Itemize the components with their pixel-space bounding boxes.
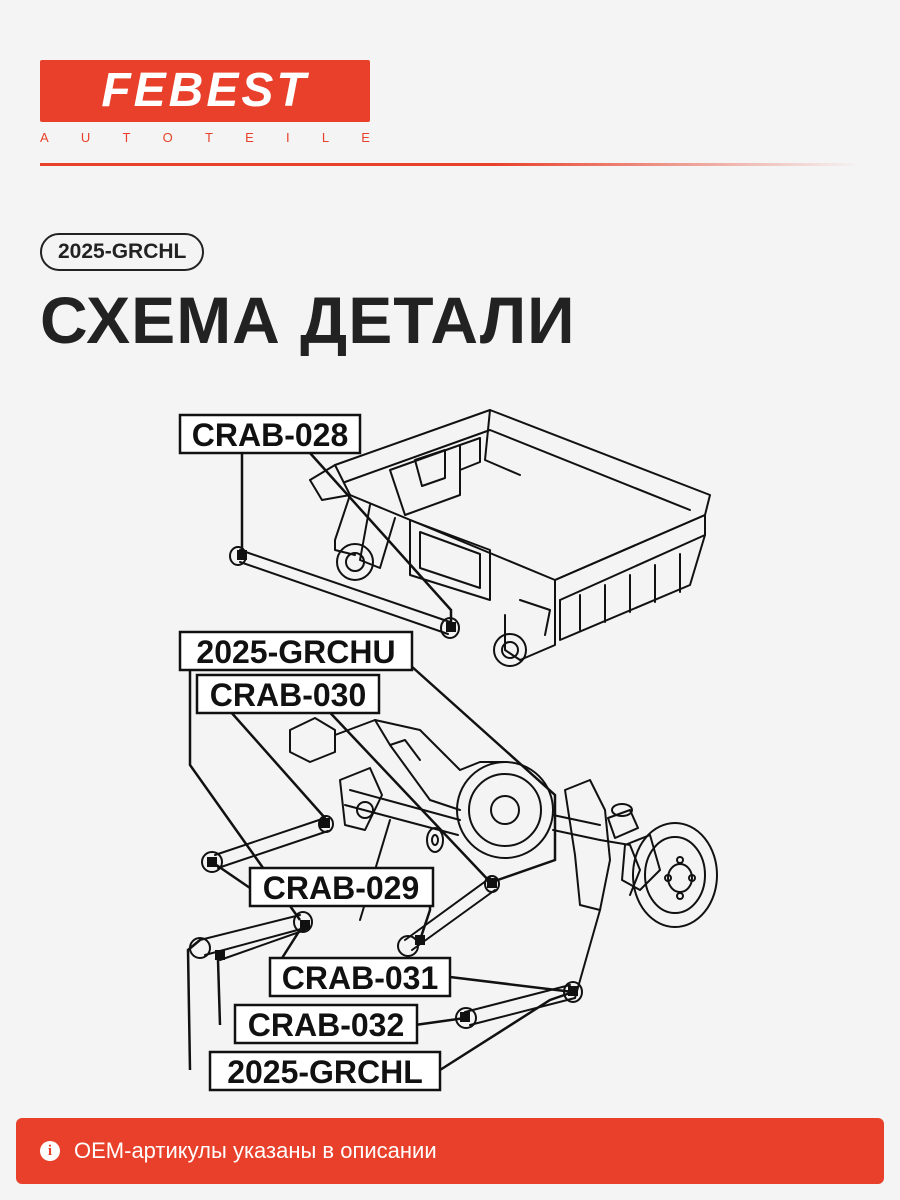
callout-2025-grchl-label: 2025-GRCHL: [227, 1054, 423, 1090]
info-icon: i: [40, 1141, 60, 1161]
callout-crab-029-label: CRAB-029: [263, 870, 419, 906]
page-title: СХЕМА ДЕТАЛИ: [40, 283, 576, 357]
callout-crab-028: CRAB-028: [178, 413, 362, 455]
callout-crab-032-label: CRAB-032: [248, 1007, 404, 1043]
tagline-letter: T: [122, 130, 131, 145]
tagline-letter: T: [204, 130, 213, 145]
control-arms-drawing: [189, 815, 601, 1029]
tagline-letter: E: [361, 130, 370, 145]
header-divider: [40, 163, 860, 166]
callout-crab-029: CRAB-029: [248, 866, 435, 908]
brand-logo-text: FEBEST: [101, 64, 309, 117]
callout-crab-031-label: CRAB-031: [282, 960, 438, 996]
callout-2025-grchl: 2025-GRCHL: [208, 1050, 442, 1092]
callout-2025-grchu-label: 2025-GRCHU: [196, 634, 395, 670]
tagline-letter: I: [285, 130, 290, 145]
brand-tagline: A U T O T E I L E: [40, 130, 370, 145]
suspension-diagram: CRAB-028 2025-GRCHU CRAB-030 CRAB-029 CR…: [160, 400, 740, 1100]
tagline-letter: E: [245, 130, 254, 145]
tagline-letter: L: [321, 130, 330, 145]
callout-crab-030-label: CRAB-030: [210, 677, 366, 713]
bushing-markers: [207, 550, 578, 1022]
callout-crab-030: CRAB-030: [195, 673, 381, 715]
callout-crab-032: CRAB-032: [233, 1003, 419, 1045]
brand-logo: FEBEST: [40, 60, 370, 122]
part-number-badge: 2025-GRCHL: [40, 233, 205, 271]
rear-axle-drawing: [289, 717, 718, 928]
tagline-letter: A: [40, 130, 49, 145]
subframe-drawing: [309, 409, 711, 667]
info-banner: i OEM-артикулы указаны в описании: [16, 1118, 884, 1184]
suspension-diagram-svg: CRAB-028 2025-GRCHU CRAB-030 CRAB-029 CR…: [178, 409, 718, 1092]
callout-2025-grchu: 2025-GRCHU: [178, 630, 414, 672]
callout-crab-028-label: CRAB-028: [192, 417, 348, 453]
info-banner-text: OEM-артикулы указаны в описании: [74, 1138, 437, 1163]
callout-crab-031: CRAB-031: [268, 956, 452, 998]
tagline-letter: O: [162, 130, 173, 145]
tagline-letter: U: [80, 130, 91, 145]
lateral-rod-drawing: [229, 546, 460, 639]
